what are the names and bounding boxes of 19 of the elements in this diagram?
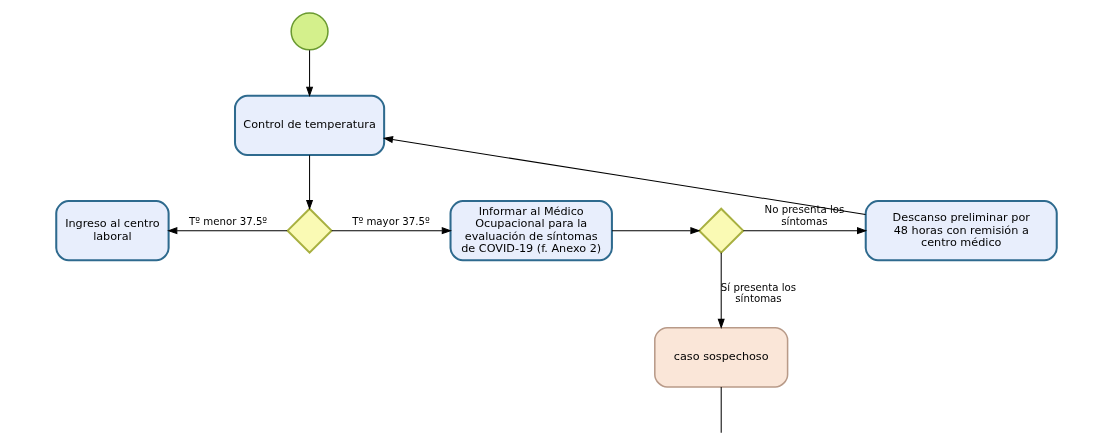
arrow (306, 154, 314, 210)
node-circle (290, 11, 329, 51)
node-diamond (697, 206, 745, 254)
node-box: Control de temperatura (234, 94, 386, 156)
node-diamond (286, 206, 333, 254)
node-box: caso sospechoso (654, 326, 789, 388)
arrow (331, 226, 452, 234)
connector (720, 385, 722, 433)
arrow (167, 226, 288, 234)
arrow (742, 226, 868, 234)
arrow (306, 49, 314, 97)
node-box: Ingreso al centro laboral (55, 199, 170, 261)
arrow (611, 226, 701, 234)
node-box: Descanso preliminar por 48 horas con remisión a centro médico (864, 199, 1058, 261)
edge-label: Tº mayor 37.5º (352, 215, 430, 227)
arrow (717, 251, 725, 329)
edge-label: Tº menor 37.5º (189, 215, 268, 227)
node-box: Informar al Médico Ocupacional para la evaluación de síntomas de COVID-19 (f. Anexo 2) (449, 199, 613, 261)
arrow (382, 135, 867, 215)
